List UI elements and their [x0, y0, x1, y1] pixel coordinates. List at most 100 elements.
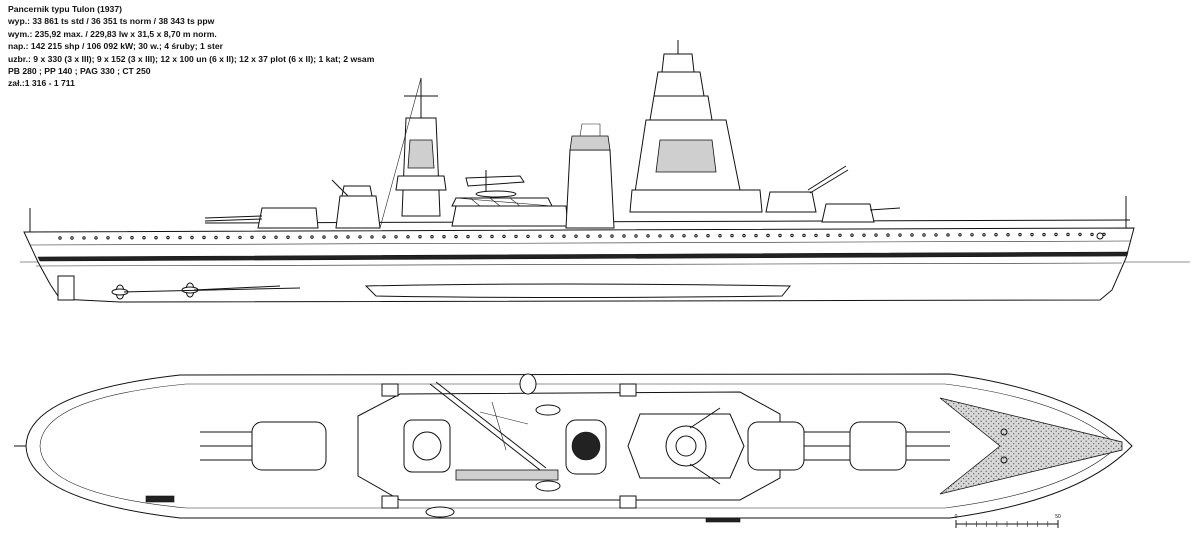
- porthole: [1018, 232, 1022, 237]
- porthole: [322, 235, 326, 239]
- porthole: [274, 235, 278, 239]
- porthole: [490, 234, 494, 239]
- porthole: [586, 234, 590, 238]
- porthole: [298, 235, 302, 239]
- porthole: [862, 233, 866, 237]
- porthole: [58, 236, 62, 240]
- porthole: [766, 233, 770, 238]
- porthole: [790, 233, 794, 238]
- scale-tick-label: 50: [1055, 514, 1061, 520]
- porthole: [226, 235, 230, 240]
- turret-fwd-1: [765, 165, 849, 213]
- porthole: [574, 234, 578, 238]
- porthole: [346, 235, 350, 239]
- porthole: [286, 235, 290, 239]
- porthole: [406, 235, 410, 239]
- aft-mast: [379, 77, 447, 229]
- porthole: [310, 235, 314, 239]
- porthole: [706, 234, 710, 238]
- turret-fwd-1-plan: [747, 421, 850, 471]
- porthole: [874, 233, 878, 237]
- porthole: [634, 234, 638, 238]
- porthole: [886, 233, 890, 237]
- porthole: [850, 233, 854, 237]
- porthole: [814, 233, 818, 238]
- scale-bar: 0 50: [955, 514, 1061, 528]
- side-profile: [20, 40, 1190, 303]
- porthole: [1006, 233, 1010, 237]
- top-view: [14, 373, 1133, 523]
- porthole: [538, 234, 542, 239]
- porthole: [970, 233, 974, 237]
- porthole: [214, 235, 218, 240]
- specs-title: Pancernik typu Tulon (1937): [8, 4, 122, 14]
- porthole: [670, 234, 674, 238]
- porthole: [910, 233, 914, 237]
- porthole: [430, 235, 434, 239]
- porthole: [802, 233, 806, 238]
- catapult-plan: [429, 381, 547, 471]
- porthole: [838, 233, 842, 238]
- forward-tower: [629, 40, 763, 213]
- porthole: [418, 235, 422, 239]
- catapult: [451, 197, 553, 207]
- porthole: [190, 235, 194, 240]
- funnel-plan: [565, 419, 607, 475]
- porthole: [478, 234, 482, 239]
- propeller-aft: [111, 284, 129, 300]
- porthole: [718, 234, 722, 238]
- porthole: [550, 234, 554, 239]
- porthole: [778, 233, 782, 238]
- hull-band: [37, 251, 1129, 262]
- superstructure-plan: [357, 391, 781, 501]
- porthole: [562, 234, 566, 238]
- porthole: [82, 236, 86, 240]
- porthole: [502, 234, 506, 239]
- porthole: [382, 235, 386, 239]
- turret-fwd-2: [821, 203, 901, 223]
- porthole: [610, 234, 614, 238]
- porthole: [94, 236, 98, 240]
- porthole: [262, 235, 266, 240]
- porthole: [358, 235, 362, 239]
- specs-block: Pancernik typu Tulon (1937) wyp.: 33 861…: [8, 3, 374, 90]
- porthole: [994, 233, 998, 237]
- porthole: [442, 235, 446, 239]
- portholes: [58, 232, 1106, 240]
- scale-tick-label: 0: [955, 514, 958, 520]
- forecastle-deck: [939, 397, 1123, 495]
- turret-aft: [204, 207, 319, 229]
- porthole: [1090, 232, 1094, 237]
- forward-tower-plan: [627, 407, 745, 485]
- hull-side: [23, 227, 1135, 303]
- porthole: [106, 236, 110, 240]
- specs-armament: uzbr.: 9 x 330 (3 x III); 9 x 152 (3 x I…: [8, 53, 375, 64]
- porthole: [202, 235, 206, 240]
- porthole: [646, 234, 650, 238]
- porthole: [514, 234, 518, 239]
- porthole: [1066, 232, 1070, 237]
- porthole: [370, 235, 374, 239]
- porthole: [178, 235, 182, 240]
- porthole: [70, 236, 74, 240]
- porthole: [946, 233, 950, 237]
- specs-crew: zał.:1 316 - 1 711: [8, 78, 75, 89]
- porthole: [118, 236, 122, 240]
- porthole: [658, 234, 662, 238]
- porthole: [742, 233, 746, 238]
- aft-superstructure: [331, 179, 381, 229]
- porthole: [466, 234, 470, 239]
- porthole: [526, 234, 530, 239]
- specs-propulsion: nap.: 142 215 shp / 106 092 kW; 30 w.; 4…: [8, 41, 223, 52]
- funnel: [565, 123, 615, 229]
- porthole: [682, 234, 686, 238]
- porthole: [934, 233, 938, 237]
- porthole: [754, 233, 758, 238]
- porthole: [394, 235, 398, 239]
- porthole: [1054, 232, 1058, 237]
- porthole: [826, 233, 830, 238]
- porthole: [142, 236, 146, 240]
- porthole: [334, 235, 338, 239]
- specs-dimensions: wym.: 235,92 max. / 229,83 lw x 31,5 x 8…: [8, 28, 217, 39]
